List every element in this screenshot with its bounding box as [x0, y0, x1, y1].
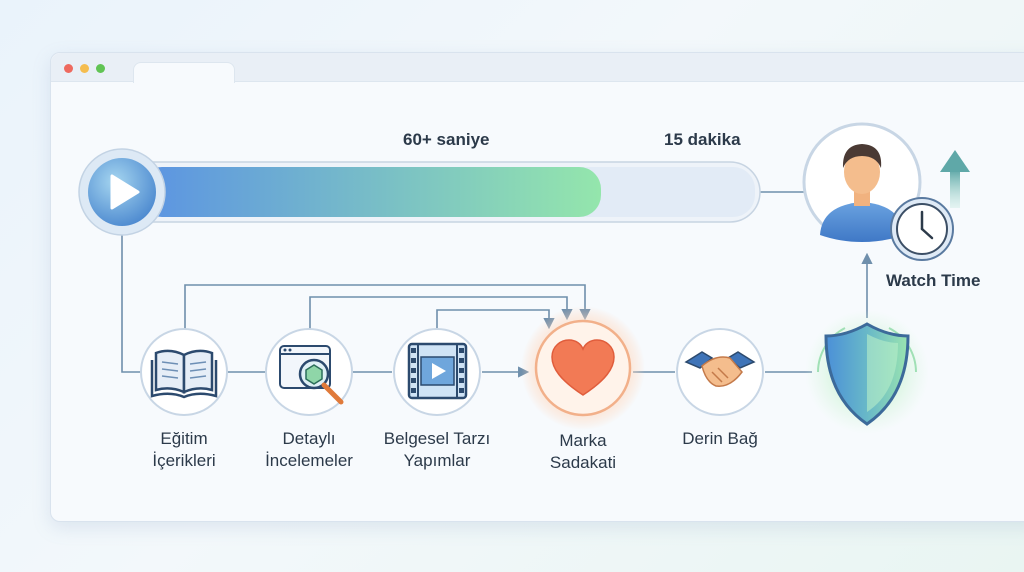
- step-label: Marka Sadakati: [523, 430, 643, 474]
- step-brand-loyalty: [521, 306, 645, 430]
- step-label: Detaylı İncelemeler: [249, 428, 369, 472]
- maximize-dot[interactable]: [96, 64, 105, 73]
- loop-review-line: [309, 296, 573, 330]
- play-to-steps-line: [121, 235, 142, 373]
- step-label-line: Marka: [559, 431, 607, 450]
- step-deep-bond: [676, 328, 764, 416]
- minimize-dot[interactable]: [80, 64, 89, 73]
- step-label-line: Sadakati: [549, 453, 617, 472]
- connectors: [121, 191, 873, 378]
- step-documentary: [393, 328, 481, 416]
- close-dot[interactable]: [64, 64, 73, 73]
- step-label-line: Derin Bağ: [682, 429, 758, 448]
- growth-arrow-icon: [940, 150, 970, 208]
- step-label-line: Belgesel Tarzı: [383, 429, 491, 448]
- film-strip-icon: [407, 342, 468, 400]
- play-button[interactable]: [78, 148, 166, 236]
- viewer-avatar: [802, 122, 922, 242]
- step-trust-shield: [805, 310, 929, 434]
- step-label-line: Detaylı: [282, 429, 336, 448]
- window-titlebar: [51, 53, 1024, 83]
- heart-icon: [551, 339, 615, 396]
- play-icon: [110, 174, 140, 210]
- progress-marker-label: 60+ saniye: [403, 130, 490, 149]
- step-label-line: İçerikleri: [152, 451, 216, 470]
- step-label-line: İncelemeler: [265, 451, 353, 470]
- progress-end-label: 15 dakika: [664, 130, 741, 149]
- person-icon: [820, 144, 904, 242]
- watch-time-label: Watch Time: [886, 271, 981, 290]
- step-label: Belgesel Tarzı Yapımlar: [367, 428, 507, 472]
- browser-tab[interactable]: [133, 62, 235, 83]
- step-label: Eğitim İçerikleri: [124, 428, 244, 472]
- progress-fill: [140, 167, 601, 217]
- magnifier-review-icon: [279, 345, 344, 405]
- book-icon: [150, 349, 218, 399]
- clock-icon: [890, 197, 954, 261]
- loop-doc-line: [436, 309, 555, 330]
- step-label-line: Yapımlar: [403, 451, 471, 470]
- loop-edu-line: [184, 284, 591, 330]
- step-education: [140, 328, 228, 416]
- progress-bar: [114, 161, 761, 223]
- step-label-line: Eğitim: [160, 429, 208, 448]
- step-detailed-reviews: [265, 328, 353, 416]
- handshake-icon: [684, 351, 756, 387]
- step-label: Derin Bağ: [660, 428, 780, 450]
